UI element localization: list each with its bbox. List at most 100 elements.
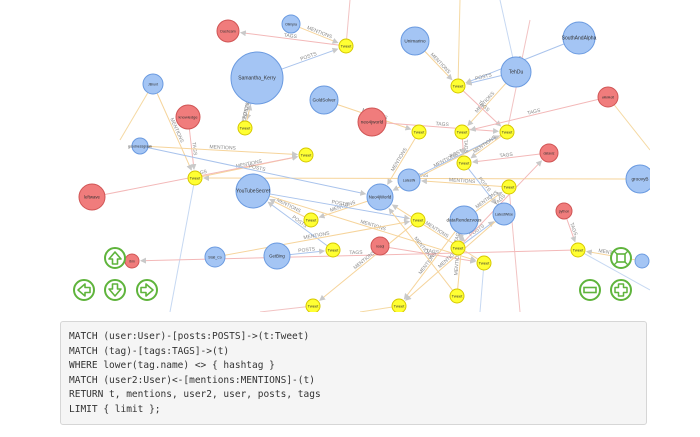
graph-edge[interactable]: MENTIONS: [420, 177, 503, 188]
graph-edge: [607, 96, 650, 151]
tweet-node[interactable]: Tweet: [454, 124, 470, 140]
graph-edge[interactable]: MENTIONS: [147, 144, 299, 158]
graph-edge[interactable]: TAGS: [460, 138, 469, 156]
user-node[interactable]: GetBing: [263, 242, 291, 270]
graph-svg[interactable]: POSTSPOSTSMENTIONSMENTIONSTAGSMENTIONSPO…: [60, 0, 650, 312]
tweet-node[interactable]: Tweet: [456, 155, 472, 171]
node-label: TehDu: [509, 70, 524, 76]
tweet-node[interactable]: Tweet: [187, 170, 203, 186]
graph-edge[interactable]: MENTIONS: [403, 230, 456, 300]
graph-edge[interactable]: TAGS: [471, 152, 541, 165]
graph-edge[interactable]: TAGS: [462, 160, 543, 244]
hashtag-node[interactable]: leftwave: [78, 183, 106, 211]
graph-edge[interactable]: POSTS: [465, 72, 502, 86]
pan-right-button[interactable]: [136, 279, 158, 301]
user-node[interactable]: goodnessgraak: [128, 137, 152, 155]
node-label: Tweet: [341, 44, 353, 49]
user-node[interactable]: YouTubeSecret: [235, 173, 271, 209]
pan-down-button[interactable]: [104, 279, 126, 301]
zoom-in-button[interactable]: [610, 279, 632, 301]
hashtag-node[interactable]: dataviz: [539, 143, 559, 163]
hashtag-node[interactable]: neo4jworld: [357, 107, 387, 137]
edge-label: TAGS: [568, 222, 578, 237]
graph-edge[interactable]: MENTIONS: [224, 219, 411, 256]
tweet-node[interactable]: Tweet: [391, 298, 407, 312]
node-label: nosql: [376, 245, 385, 249]
user-node[interactable]: SouthAndAlpha: [562, 21, 597, 55]
graph-edge[interactable]: TAGS: [566, 218, 579, 243]
tweet-node[interactable]: Tweet: [570, 242, 586, 258]
node-label: leftwave: [84, 195, 100, 200]
user-node[interactable]: Neo4jWorld: [366, 183, 394, 211]
node-label: Tweet: [414, 130, 426, 135]
graph-edge[interactable]: MENTIONS: [470, 134, 502, 159]
tweet-node[interactable]: Tweet: [303, 212, 319, 228]
tweet-node[interactable]: Tweet: [499, 124, 515, 140]
tweet-node[interactable]: Tweet: [449, 288, 465, 304]
graph-edge[interactable]: MENTIONS: [299, 25, 339, 44]
graph-edge[interactable]: POSTS: [147, 147, 367, 196]
user-node[interactable]: Unimarino: [400, 26, 430, 56]
user-node[interactable]: LatestN: [397, 168, 421, 192]
query-line: MATCH (user2:User)<-[mentions:MENTIONS]-…: [69, 374, 315, 386]
node-label: Tweet: [301, 153, 313, 158]
node-label: Tweet: [459, 161, 471, 166]
edge-label: TAGS: [425, 248, 440, 256]
node-label: Stati_Co: [208, 256, 221, 260]
user-node[interactable]: GoldSolver: [309, 85, 339, 115]
hashtag-node[interactable]: knowledge: [175, 104, 201, 130]
hashtag-node[interactable]: python: [555, 202, 573, 220]
pan-up-button[interactable]: [104, 247, 126, 269]
user-node[interactable]: [634, 253, 650, 269]
query-line: MATCH (tag)-[tags:TAGS]->(t): [69, 345, 230, 357]
zoom-out-button[interactable]: [579, 279, 601, 301]
graph-edge[interactable]: TAGS: [454, 228, 464, 243]
node-label: LatestWise: [495, 213, 513, 217]
graph-edge[interactable]: POSTS: [269, 193, 411, 221]
user-node[interactable]: TehDu: [500, 56, 532, 88]
pan-left-button[interactable]: [73, 279, 95, 301]
edge-label: MENTIONS: [303, 231, 331, 242]
tweet-node[interactable]: Tweet: [338, 38, 354, 54]
user-node[interactable]: groovyB: [625, 164, 650, 194]
user-node[interactable]: LatestWise: [492, 202, 516, 226]
query-line: MATCH (user:User)-[posts:POSTS]->(t:Twee…: [69, 331, 310, 342]
user-node[interactable]: Samantha_Kerry: [230, 51, 284, 105]
edge-label: POSTS: [248, 164, 266, 174]
graph-edge[interactable]: MENTIONS: [467, 82, 507, 127]
tweet-node[interactable]: Tweet: [476, 255, 492, 271]
edge-label: MENTIONS: [275, 197, 302, 214]
hashtag-node[interactable]: wikiHolt: [597, 86, 619, 108]
graph-edge[interactable]: POSTS: [281, 47, 339, 70]
user-node[interactable]: Stati_Co: [204, 246, 226, 268]
tweet-node[interactable]: Tweet: [237, 120, 253, 136]
tweet-node[interactable]: Tweet: [410, 212, 426, 228]
node-label: Tweet: [328, 248, 340, 253]
hashtag-node[interactable]: nosql: [370, 236, 390, 256]
tweet-node[interactable]: Tweet: [411, 124, 427, 140]
graph-edge[interactable]: TAGS: [239, 30, 340, 46]
graph-edge[interactable]: MENTIONS: [424, 50, 453, 81]
edge-label: MENTIONS: [472, 134, 497, 155]
hashtag-node[interactable]: Dashcam: [216, 19, 240, 43]
graph-edge[interactable]: TAGS: [385, 121, 500, 134]
tweet-node[interactable]: Tweet: [450, 78, 466, 94]
node-label: knowledge: [178, 115, 198, 120]
reset-view-button[interactable]: [610, 247, 632, 269]
user-node[interactable]: Olimpia: [281, 14, 301, 34]
node-label: Olimpia: [285, 23, 297, 27]
hashtag-node[interactable]: ibm: [124, 253, 140, 269]
graph-edge[interactable]: MENTIONS: [156, 92, 193, 171]
tweet-node[interactable]: Tweet: [450, 240, 466, 256]
edge-label: MENTIONS: [209, 144, 236, 151]
graph-edge[interactable]: POSTS: [289, 246, 326, 256]
tweet-node[interactable]: Tweet: [298, 147, 314, 163]
tweet-node[interactable]: Tweet: [325, 242, 341, 258]
tweet-node[interactable]: Tweet: [501, 179, 517, 195]
tweet-node[interactable]: Tweet: [305, 298, 321, 312]
user-node[interactable]: JBrunt: [142, 73, 164, 95]
user-node[interactable]: dataRendezvous: [447, 205, 483, 235]
graph-edge[interactable]: TAGS: [469, 98, 599, 132]
arrow-left-icon: [77, 283, 91, 297]
